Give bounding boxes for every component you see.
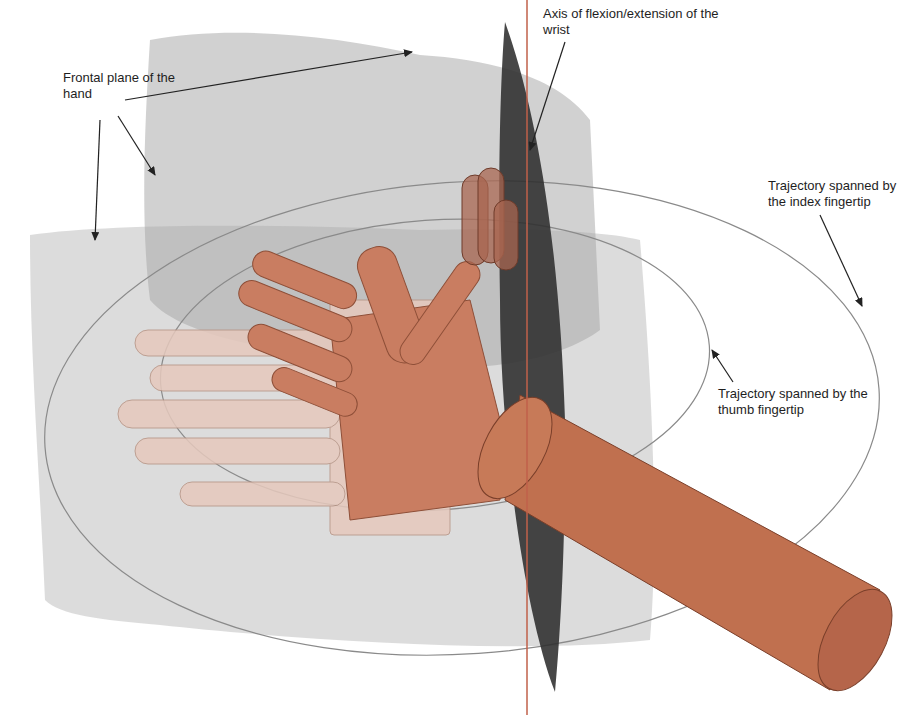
- trajectory-label: Trajectory spanned by the index fingerti…: [768, 178, 903, 210]
- plane-label: Frontal plane of the hand: [63, 70, 181, 102]
- trajectory-label: Trajectory spanned by the thumb fingerti…: [718, 386, 868, 418]
- wrist-axis: [526, 0, 528, 715]
- forearm: [463, 385, 908, 702]
- hand-middle: [235, 241, 500, 520]
- axis-label: Axis of flexion/extension of the wrist: [543, 6, 723, 38]
- leader-line: [95, 42, 862, 382]
- hand-flexed: [462, 168, 518, 270]
- flexion-plane: [499, 22, 565, 692]
